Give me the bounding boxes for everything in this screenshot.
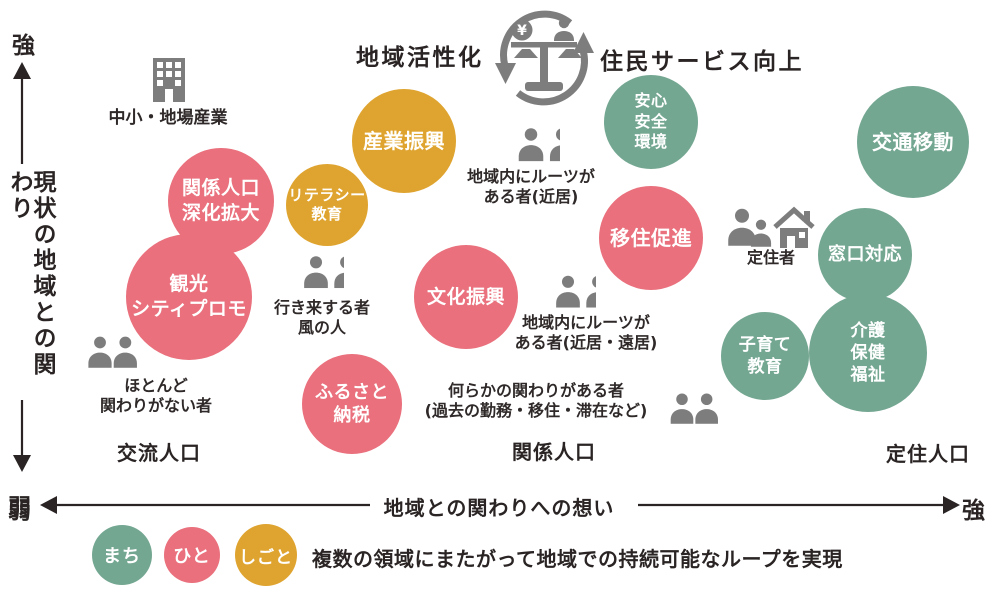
legend-caption: 複数の領域にまたがって地域での持続可能なループを実現	[312, 547, 843, 571]
people-pair-icon	[540, 274, 596, 309]
bubble-kanko-city-promo: 観光 シティプロモ	[126, 234, 252, 360]
actor-roots-nearby-label: 地域内にルーツが ある者(近居)	[467, 167, 595, 206]
people-group-icon	[62, 333, 138, 371]
industry-label: 中小・地場産業	[108, 108, 228, 128]
bubble-kotsu-ido: 交通移動	[857, 86, 969, 198]
bubble-kaigo-hoken-fukushi: 介護 保健 福祉	[809, 294, 927, 412]
yen-person-balance-loop-icon: ¥	[495, 10, 594, 106]
actor-some-relation-label: 何らかの関わりがある者 (過去の勤務・移住・滞在など)	[424, 381, 648, 420]
legend-shigoto: しごと	[235, 524, 297, 586]
family-house-icon	[728, 206, 815, 248]
bubble-sangyo-shinko: 産業振興	[352, 89, 456, 193]
bubble-anshin-anzen-kankyo: 安心 安全 環境	[604, 75, 698, 169]
y-axis-weak-label: 弱	[8, 495, 31, 521]
building-icon	[153, 58, 185, 102]
y-axis-arrow	[13, 62, 31, 472]
bubble-kosodate-kyoiku: 子育て 教育	[721, 312, 809, 400]
svg-text:¥: ¥	[517, 23, 527, 39]
population-related-label: 関係人口	[512, 440, 596, 464]
actor-comings-goings-label: 行き来する者 風の人	[273, 298, 370, 337]
actor-settled-resident-label: 定住者	[746, 248, 795, 267]
population-settled-label: 定住人口	[886, 442, 970, 466]
loop-left-label: 地域活性化	[356, 45, 484, 71]
actor-roots-near-far-label: 地域内にルーツが ある者(近居・遠居)	[514, 313, 658, 352]
x-axis-weak-label: 弱	[8, 498, 31, 524]
loop-right-label: 住民サービス向上	[600, 49, 804, 75]
people-group-icon	[645, 390, 719, 427]
legend-machi: まち	[92, 525, 152, 585]
bubble-furusato-nozei: ふるさと 納税	[302, 354, 402, 454]
x-axis-arrow	[40, 496, 960, 514]
people-pair-icon	[502, 126, 560, 163]
people-pair-icon	[288, 254, 344, 290]
y-axis-strong-label: 強	[12, 33, 35, 59]
legend-hito: ひと	[164, 527, 220, 583]
bubble-literacy-kyoiku: リテラシー 教育	[286, 164, 368, 246]
bubble-madoguchi-taio: 窓口対応	[818, 208, 912, 302]
x-axis-strong-label: 強	[962, 498, 985, 524]
population-exchange-label: 交流人口	[117, 441, 201, 465]
bubble-bunka-shinko: 文化振興	[414, 245, 518, 349]
y-axis-title: 現状の地域との関わり	[6, 170, 55, 378]
bubble-iju-sokushin: 移住促進	[599, 186, 703, 290]
x-axis-title: 地域との関わりへの想い	[383, 496, 615, 520]
actor-no-relation-label: ほとんど 関わりがない者	[99, 376, 212, 415]
